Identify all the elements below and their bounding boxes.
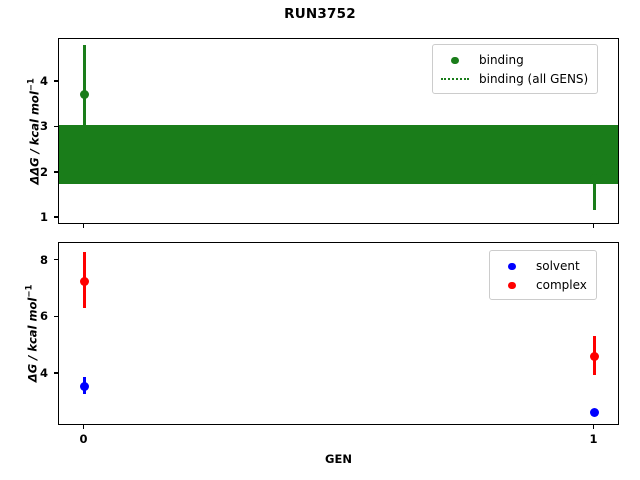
binding-all-gens-mean-line [59, 154, 618, 156]
y-tick-label: 8 [39, 252, 48, 267]
data-point-marker [590, 408, 599, 418]
legend-bottom[interactable]: solvent complex [489, 250, 597, 300]
x-axis-label: GEN [325, 452, 352, 466]
legend-dotted-line-icon [440, 72, 470, 86]
legend-top-item[interactable]: binding (all GENS) [440, 69, 588, 88]
y-tick-label: 1 [39, 210, 48, 225]
x-tick-label: 1 [589, 432, 598, 446]
y-axis-label-bottom-exponent: −1 [24, 284, 35, 298]
data-point-marker [80, 276, 89, 286]
legend-bottom-label: solvent [536, 258, 580, 273]
y-tick-label: 4 [39, 366, 48, 381]
y-tick-mark [54, 125, 58, 128]
y-tick-label: 3 [39, 119, 48, 134]
dotted-line-icon [441, 77, 469, 80]
legend-marker-dot-icon [497, 278, 527, 292]
x-tick-label: 0 [79, 432, 88, 446]
page-title: RUN3752 [284, 6, 356, 22]
y-tick-mark [54, 80, 58, 82]
x-tick-mark [592, 224, 595, 228]
y-axis-label-bottom: ΔG / kcal mol−1 [25, 253, 40, 413]
y-tick-label: 4 [39, 74, 48, 89]
dot-icon [508, 262, 516, 270]
y-tick-mark [54, 372, 58, 375]
x-tick-mark [592, 425, 595, 429]
legend-bottom-item[interactable]: complex [497, 275, 587, 294]
legend-top-item[interactable]: binding [440, 50, 588, 69]
legend-marker-dot-icon [497, 259, 527, 273]
legend-bottom-label: complex [536, 277, 587, 292]
y-tick-label: 6 [39, 309, 48, 324]
legend-top-label: binding [479, 52, 524, 67]
legend-bottom-item[interactable]: solvent [497, 256, 587, 275]
dot-icon [508, 281, 516, 289]
legend-marker-dot-icon [440, 53, 470, 67]
data-point-marker [80, 381, 89, 391]
data-point-marker [590, 352, 599, 362]
x-tick-mark [82, 224, 85, 228]
data-point-marker [80, 90, 89, 100]
y-tick-mark [54, 216, 58, 218]
y-tick-mark [54, 258, 58, 261]
legend-top[interactable]: binding binding (all GENS) [432, 44, 599, 94]
dot-icon [451, 56, 459, 64]
y-tick-mark [54, 171, 58, 173]
y-tick-label: 2 [39, 164, 48, 179]
data-point-marker [590, 174, 599, 184]
x-tick-mark [82, 425, 85, 429]
legend-top-label: binding (all GENS) [479, 71, 589, 86]
y-tick-mark [54, 315, 58, 318]
